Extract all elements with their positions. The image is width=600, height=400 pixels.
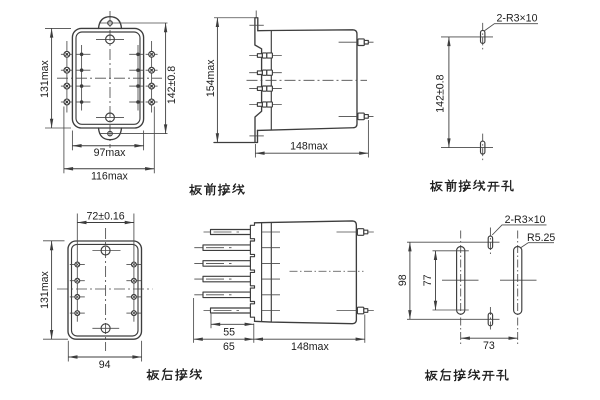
dim-text-72: 72±0.16 — [86, 211, 124, 223]
flange-bottom-tab — [213, 129, 259, 144]
dimension-131max: 131max — [39, 240, 68, 340]
terminal-pins — [194, 228, 280, 314]
case-bolts — [338, 38, 374, 121]
dimension-72: 72±0.16 — [77, 211, 135, 225]
slot-radius-callout: R5.25 — [520, 232, 555, 249]
dim-text-65: 65 — [223, 341, 235, 353]
dim-text-2-r3x10: 2-R3×10 — [505, 214, 546, 226]
relay-body-inner — [70, 243, 139, 337]
bottom-screw-hole — [100, 323, 111, 334]
bottom-mounting-slot — [487, 312, 494, 327]
relay-cover-outline — [75, 31, 141, 125]
front-wiring-cutout: 142±0.8 2-R3×10 — [435, 13, 538, 161]
relay-case — [256, 29, 358, 132]
dimension-65: 65 — [193, 298, 255, 353]
relay-body-outline — [67, 240, 143, 340]
left-terminal-slot — [456, 245, 466, 315]
dimension-55: 55 — [210, 313, 255, 343]
slot-size-callout: 2-R3×10 — [491, 214, 547, 236]
top-mounting-slot — [479, 29, 486, 44]
dimension-148max: 148max — [253, 314, 366, 353]
caption-rear-wiring — [146, 368, 203, 381]
dimension-77: 77 — [422, 250, 469, 311]
dim-text-142: 142±0.8 — [166, 66, 178, 104]
case-bolts — [336, 228, 374, 315]
dimension-73: 73 — [460, 336, 518, 352]
dimension-142: 142±0.8 — [163, 22, 178, 134]
caption-front-wiring-cutout — [429, 179, 514, 193]
relay-case — [253, 220, 358, 325]
dimension-131max: 131max — [39, 27, 71, 129]
rear-wiring-cutout: 98 77 73 2-R3×10 R5.25 — [397, 214, 555, 352]
dimension-97max: 97max — [71, 130, 145, 159]
terminal-screws — [60, 41, 158, 113]
caption-front-wiring — [189, 183, 245, 196]
dim-text-97max: 97max — [94, 147, 126, 159]
dimension-148max: 148max — [254, 120, 369, 158]
top-screw-hole — [105, 34, 115, 45]
bottom-mounting-slot — [479, 140, 486, 155]
bottom-screw-hole — [105, 112, 115, 123]
dim-text-154max: 154max — [205, 59, 217, 97]
rear-wiring-front-view: 72±0.16 131max 94 — [39, 211, 153, 371]
terminal-block-face — [249, 222, 256, 322]
front-wiring-front-view: 131max 142±0.8 97max 116max — [39, 11, 178, 182]
terminal-studs — [69, 213, 142, 322]
dimension-116max: 116max — [63, 106, 155, 182]
slot-size-callout: 2-R3×10 — [484, 13, 538, 32]
dim-text-98: 98 — [397, 274, 409, 286]
dim-text-73: 73 — [483, 340, 495, 352]
dim-text-148max: 148max — [290, 141, 328, 153]
right-terminal-slot — [513, 245, 523, 315]
dim-text-131max: 131max — [39, 270, 51, 308]
dim-text-r525: R5.25 — [527, 232, 555, 244]
dim-text-94: 94 — [99, 359, 111, 371]
terminal-screws-side — [249, 52, 282, 108]
caption-rear-wiring-cutout — [424, 368, 509, 382]
dimension-154max: 154max — [205, 17, 255, 143]
dim-text-55: 55 — [223, 327, 235, 339]
dim-text-2-r3x10: 2-R3×10 — [497, 13, 538, 25]
dim-text-131max: 131max — [39, 59, 51, 97]
top-mounting-slot — [487, 235, 494, 250]
dim-text-116max: 116max — [91, 170, 129, 182]
dimension-142: 142±0.8 — [435, 36, 451, 148]
rear-wiring-side-view: 55 65 148max — [193, 220, 374, 353]
relay-body-outline — [71, 27, 145, 129]
top-ear-hole — [107, 20, 113, 26]
dim-text-77: 77 — [422, 274, 434, 286]
dim-text-148max: 148max — [291, 341, 329, 353]
bottom-ear-hole — [107, 130, 113, 137]
dimension-94: 94 — [67, 340, 143, 371]
top-screw-hole — [100, 245, 111, 256]
dim-text-142: 142±0.8 — [435, 74, 447, 112]
dimension-98: 98 — [397, 241, 412, 320]
front-wiring-side-view: 154max 148max — [205, 10, 374, 158]
